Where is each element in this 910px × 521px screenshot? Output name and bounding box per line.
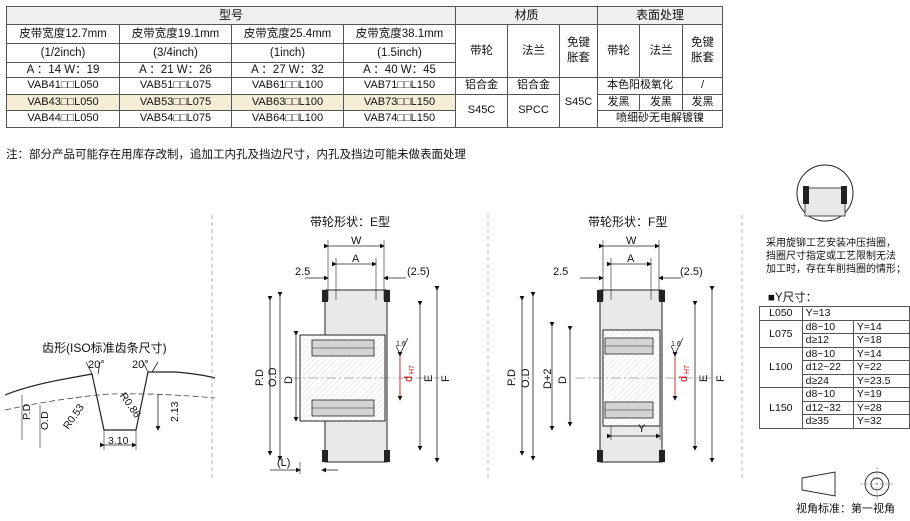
detail-circle xyxy=(796,164,854,222)
f-h7: H7 xyxy=(684,365,691,374)
tooth-profile: 齿形(ISO标准齿条尺寸) 20° 20° R0.53 R0.86 2.13 3… xyxy=(4,341,216,450)
table-cell: VAB61□□L100 xyxy=(231,77,344,95)
inch-25-4: (1inch) xyxy=(231,43,344,63)
surf-pulley: 带轮 xyxy=(597,24,640,78)
table-cell: VAB63□□L100 xyxy=(231,93,344,111)
f-y: Y xyxy=(638,423,646,435)
f-d-outer: D xyxy=(557,376,569,384)
header-surface: 表面处理 xyxy=(597,6,723,25)
anodize: 本色阳极氧化 xyxy=(597,77,683,95)
y-range: d≥35 xyxy=(801,414,854,429)
black-pulley: 发黑 xyxy=(597,93,640,111)
table-cell: VAB54□□L075 xyxy=(119,110,232,128)
e-right: (2.5) xyxy=(407,266,430,278)
f-f: F xyxy=(715,375,727,382)
radius-086: R0.86 xyxy=(117,390,143,420)
tooth-title: 齿形(ISO标准齿条尺寸) xyxy=(42,341,167,355)
radius-053: R0.53 xyxy=(61,402,87,432)
y-range: d8~10 xyxy=(801,319,854,334)
f-d2: D+2 xyxy=(542,369,554,390)
f-e: E xyxy=(698,375,710,382)
mat-pulley: 带轮 xyxy=(455,24,508,78)
y-key-l150: L150 xyxy=(759,387,803,429)
e-d-bore: d xyxy=(403,376,415,382)
view-standard: 视角标准：第一视角 xyxy=(796,503,895,515)
y-size-title: ■Y尺寸： xyxy=(768,292,818,304)
mat-flange: 法兰 xyxy=(507,24,560,78)
aw-12-7: A ：14 W：19 xyxy=(6,62,120,78)
y-value: Y=14 xyxy=(852,346,910,361)
f-type-title: 带轮形状：F型 xyxy=(588,215,667,229)
table-cell: VAB64□□L100 xyxy=(231,110,344,128)
f-roughness: 1.6 xyxy=(671,341,681,348)
note-text: 注：部分产品可能存在用库存改制，追加工内孔及挡边尺寸，内孔及挡边可能未做表面处理 xyxy=(6,149,466,161)
e-e: E xyxy=(423,375,435,382)
od-label: O.D xyxy=(39,411,51,430)
y-range: d12~22 xyxy=(801,360,854,375)
f-od: O.D xyxy=(520,368,532,388)
nickel: 喷细砂无电解镀镍 xyxy=(597,110,723,128)
e-d-outer: D xyxy=(283,376,295,384)
table-cell: VAB44□□L050 xyxy=(6,110,120,128)
aw-25-4: A ：27 W：32 xyxy=(231,62,344,78)
table-cell: VAB74□□L150 xyxy=(343,110,456,128)
y-range: d8~10 xyxy=(801,387,854,402)
s45c-bush: S45C xyxy=(559,77,598,128)
f-d-bore: d xyxy=(678,376,690,382)
width-12-7: 皮带宽度12.7mm xyxy=(6,24,120,44)
y-value: Y=19 xyxy=(852,387,910,402)
spec-table: 型号 材质 表面处理 皮带宽度12.7mm 皮带宽度19.1mm 皮带宽度25.… xyxy=(6,6,723,128)
header-material: 材质 xyxy=(455,6,598,25)
e-left: 2.5 xyxy=(295,266,310,278)
surf-bush: 免键胀套 xyxy=(682,24,723,78)
e-od: O.D xyxy=(267,367,279,387)
y-key-l075: L075 xyxy=(759,319,803,348)
y-value: Y=14 xyxy=(852,319,910,334)
aw-19-1: A ：21 W：26 xyxy=(119,62,232,78)
width-38-1: 皮带宽度38.1mm xyxy=(343,24,456,44)
y-value: Y=28 xyxy=(852,400,910,415)
first-angle-view-icon xyxy=(801,467,894,501)
e-pd: P.D xyxy=(254,369,266,386)
e-type-drawing: 带轮形状：E型 W A 2.5 (2.5) P.D O.D D d H7 xyxy=(254,215,452,474)
e-w: W xyxy=(351,235,362,247)
y-size-table: L050 Y=13 L075 d8~10 Y=14 d≥12 Y=18 L100… xyxy=(759,306,910,429)
tooth-width: 3.10 xyxy=(108,435,129,447)
f-w: W xyxy=(626,235,637,247)
e-type-title: 带轮形状：E型 xyxy=(310,215,390,229)
y-value: Y=32 xyxy=(852,414,910,429)
e-a: A xyxy=(352,253,360,265)
process-note: 采用旋铆工艺安装冲压挡圈， 挡圈尺寸指定或工艺限制无法 加工时，存在车削挡圈的情… xyxy=(766,238,906,275)
y-key-l100: L100 xyxy=(759,346,803,388)
y-range: d≥12 xyxy=(801,333,854,348)
tooth-height: 2.13 xyxy=(169,401,181,422)
angle-left: 20° xyxy=(88,359,105,371)
y-value: Y=18 xyxy=(852,333,910,348)
y-key-l050: L050 xyxy=(759,306,803,321)
e-h7: H7 xyxy=(409,365,416,374)
header-model: 型号 xyxy=(6,6,456,25)
black-bush: 发黑 xyxy=(682,93,723,111)
aw-38-1: A ：40 W：45 xyxy=(343,62,456,78)
y-value: Y=23.5 xyxy=(852,373,910,388)
angle-right: 20° xyxy=(132,359,149,371)
table-cell: VAB43□□L050 xyxy=(6,93,120,111)
f-a: A xyxy=(627,253,635,265)
f-pd: P.D xyxy=(506,369,518,386)
f-left: 2.5 xyxy=(553,266,568,278)
y-value: Y=22 xyxy=(852,360,910,375)
f-right: (2.5) xyxy=(680,266,703,278)
pd-label: P.D xyxy=(21,403,33,420)
y-range: d8~10 xyxy=(801,346,854,361)
e-roughness: 1.6 xyxy=(396,341,406,348)
mat-bush: 免键胀套 xyxy=(559,24,598,78)
y-value: Y=13 xyxy=(801,306,910,321)
f-type-drawing: 带轮形状：F型 W A 2.5 (2.5) P.D O.D D+2 D d xyxy=(506,215,727,463)
y-range: d≥24 xyxy=(801,373,854,388)
y-range: d12~32 xyxy=(801,400,854,415)
e-l: (L) xyxy=(277,457,290,469)
e-f: F xyxy=(440,375,452,382)
spcc-flange: SPCC xyxy=(507,93,560,128)
